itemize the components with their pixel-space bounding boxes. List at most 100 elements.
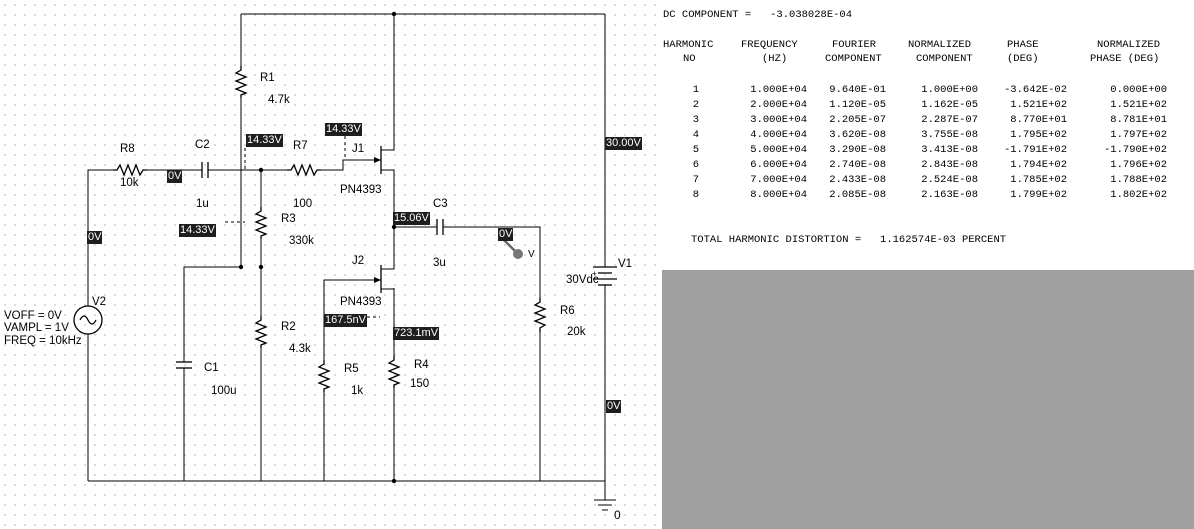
table-cell: 8.781E+01 bbox=[1110, 114, 1167, 126]
resistor-r8-symbol[interactable] bbox=[113, 163, 147, 177]
r8-ref-label: R8 bbox=[120, 143, 135, 155]
v1-value-label: 30Vdc bbox=[566, 274, 599, 286]
table-cell: 6 bbox=[692, 159, 699, 171]
voltage-marker-source-left[interactable]: 0V bbox=[87, 231, 103, 244]
c2-value-label: 1u bbox=[196, 198, 209, 210]
table-cell: 4 bbox=[692, 129, 699, 141]
table-cell: 2.287E-07 bbox=[921, 114, 978, 126]
voltage-marker-j2-gate[interactable]: 167.5nV bbox=[324, 314, 367, 327]
voltage-marker-output[interactable]: 0V bbox=[498, 228, 514, 241]
voltage-marker-supply[interactable]: 30.00V bbox=[605, 137, 642, 150]
table-cell: 0.000E+00 bbox=[1110, 84, 1167, 96]
table-cell: 1.785E+02 bbox=[1010, 174, 1067, 186]
table-cell: 1.795E+02 bbox=[1010, 129, 1067, 141]
table-cell: 1.120E-05 bbox=[829, 99, 886, 111]
header-hz: (HZ) bbox=[762, 53, 788, 65]
r7-ref-label: R7 bbox=[293, 140, 308, 152]
header-harmonic: HARMONIC bbox=[663, 39, 714, 51]
table-cell: 3.290E-08 bbox=[829, 144, 886, 156]
header-phase: PHASE bbox=[1007, 39, 1039, 51]
circuit-wiring: + bbox=[73, 11, 617, 511]
table-cell: 2.163E-08 bbox=[921, 189, 978, 201]
empty-gray-area bbox=[662, 270, 1194, 529]
header-fourier: FOURIER bbox=[832, 39, 877, 51]
r1-value-label: 4.7k bbox=[268, 94, 290, 106]
r7-value-label: 100 bbox=[293, 198, 313, 210]
capacitor-c3-symbol[interactable] bbox=[434, 219, 446, 235]
table-cell: 2.740E-08 bbox=[829, 159, 886, 171]
header-norm-component: COMPONENT bbox=[916, 53, 973, 65]
r4-value-label: 150 bbox=[410, 378, 430, 390]
voltage-probe-marker[interactable] bbox=[503, 239, 523, 259]
table-cell: -1.791E+02 bbox=[1003, 144, 1067, 156]
resistor-r5-symbol[interactable] bbox=[317, 360, 331, 392]
voltage-marker-ground-right[interactable]: 0V bbox=[606, 400, 622, 413]
r4-ref-label: R4 bbox=[414, 359, 429, 371]
r5-value-label: 1k bbox=[351, 385, 364, 397]
wires bbox=[87, 13, 616, 511]
table-cell: 1.521E+02 bbox=[1110, 99, 1167, 111]
v2-ref-label: V2 bbox=[92, 296, 107, 308]
table-cell: 5 bbox=[692, 144, 699, 156]
table-cell: 1.802E+02 bbox=[1110, 189, 1167, 201]
sine-source-v2-symbol[interactable] bbox=[73, 305, 103, 335]
voltage-marker-gate-node[interactable]: 14.33V bbox=[246, 134, 283, 147]
jfet-j1-symbol[interactable] bbox=[374, 146, 395, 174]
table-cell: 2.085E-08 bbox=[829, 189, 886, 201]
resistor-r2-symbol[interactable] bbox=[254, 316, 268, 348]
fourier-output-panel: DC COMPONENT = -3.038028E-04 HARMONIC FR… bbox=[662, 0, 1194, 270]
resistor-r7-symbol[interactable] bbox=[287, 163, 321, 177]
probe-label: V bbox=[528, 249, 535, 260]
table-cell: 2.843E-08 bbox=[921, 159, 978, 171]
table-cell: 3.755E-08 bbox=[921, 129, 978, 141]
table-cell: 3 bbox=[692, 114, 699, 126]
table-cell: 5.000E+04 bbox=[750, 144, 807, 156]
header-deg: (DEG) bbox=[1007, 53, 1039, 65]
header-component: COMPONENT bbox=[825, 53, 882, 65]
c1-ref-label: C1 bbox=[204, 362, 219, 374]
r3-ref-label: R3 bbox=[281, 213, 296, 225]
voltage-marker-j1-source[interactable]: 15.06V bbox=[393, 212, 430, 225]
capacitor-c2-symbol[interactable] bbox=[198, 162, 212, 178]
r3-value-label: 330k bbox=[289, 235, 314, 247]
voltage-marker-c2-right[interactable]: 0V bbox=[167, 170, 183, 183]
thd-line: TOTAL HARMONIC DISTORTION = 1.162574E-03… bbox=[691, 234, 1007, 246]
v2-freq-label: FREQ = 10kHz bbox=[4, 335, 82, 347]
r2-ref-label: R2 bbox=[281, 321, 296, 333]
table-cell: 3.000E+04 bbox=[750, 114, 807, 126]
v2-vampl-label: VAMPL = 1V bbox=[4, 322, 69, 334]
table-cell: -3.642E-02 bbox=[1003, 84, 1067, 96]
voltage-marker-r3-left[interactable]: 14.33V bbox=[179, 224, 216, 237]
table-cell: 1.000E+00 bbox=[921, 84, 978, 96]
voltage-marker-j1-gate[interactable]: 14.33V bbox=[325, 123, 362, 136]
resistor-r6-symbol[interactable] bbox=[533, 298, 547, 332]
table-cell: 2 bbox=[692, 99, 699, 111]
header-phase-deg: PHASE (DEG) bbox=[1090, 53, 1160, 65]
table-cell: 7.000E+04 bbox=[750, 174, 807, 186]
table-cell: 8.000E+04 bbox=[750, 189, 807, 201]
jfet-j2-symbol[interactable] bbox=[374, 260, 395, 293]
table-cell: -1.790E+02 bbox=[1103, 144, 1167, 156]
resistor-r1-symbol[interactable] bbox=[234, 66, 248, 98]
header-normalized-phase: NORMALIZED bbox=[1097, 39, 1161, 51]
voltage-marker-j2-source[interactable]: 723.1mV bbox=[393, 327, 440, 340]
c2-ref-label: C2 bbox=[195, 139, 210, 151]
table-cell: 1.796E+02 bbox=[1110, 159, 1167, 171]
j2-ref-label: J2 bbox=[352, 255, 365, 267]
capacitor-c1-symbol[interactable] bbox=[176, 358, 192, 372]
table-cell: 1.788E+02 bbox=[1110, 174, 1167, 186]
j1-ref-label: J1 bbox=[352, 143, 365, 155]
r8-value-label: 10k bbox=[120, 177, 139, 189]
table-cell: 1.162E-05 bbox=[921, 99, 978, 111]
r6-ref-label: R6 bbox=[560, 305, 575, 317]
r5-ref-label: R5 bbox=[344, 363, 359, 375]
schematic-canvas[interactable]: + R1 4.7k R8 10k C2 1u R7 100 J1 PN4393 … bbox=[0, 0, 662, 529]
dc-source-v1-symbol[interactable]: + bbox=[592, 265, 617, 292]
table-cell: 1.000E+04 bbox=[750, 84, 807, 96]
resistor-r3-symbol[interactable] bbox=[254, 207, 268, 239]
c1-value-label: 100u bbox=[211, 385, 237, 397]
resistor-r4-symbol[interactable] bbox=[387, 356, 401, 388]
table-cell: 8.770E+01 bbox=[1010, 114, 1067, 126]
header-normalized: NORMALIZED bbox=[908, 39, 972, 51]
j2-model-label: PN4393 bbox=[340, 296, 382, 308]
